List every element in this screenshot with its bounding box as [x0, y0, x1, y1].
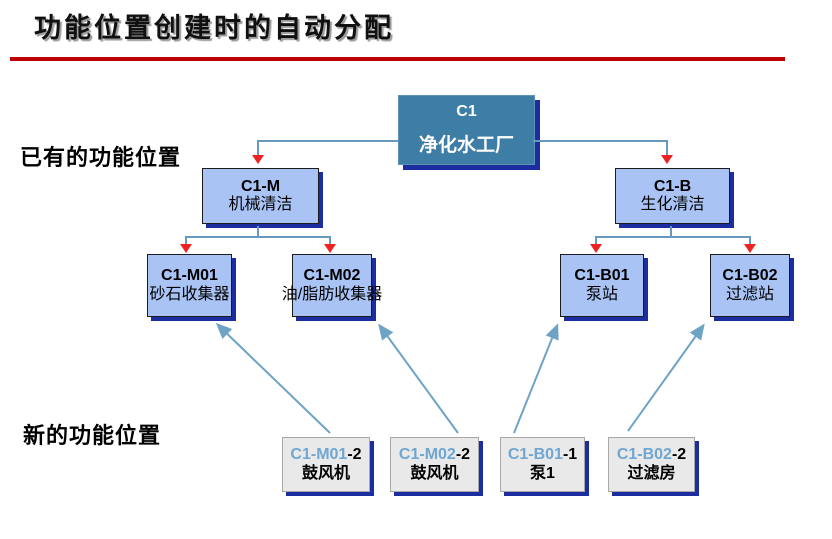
new-node-id: C1-B02 [616, 446, 672, 464]
assignment-arrow-b02 [627, 323, 705, 432]
node-c1-m-id: C1-M [240, 177, 281, 195]
connector-stem-c1-m [257, 226, 259, 237]
new-node-c1-m02-2: C1-M02-2 鼓风机 [390, 437, 479, 492]
node-c1-b02: C1-B02 过滤站 [710, 254, 790, 317]
red-arrowhead-icon [324, 244, 336, 253]
node-c1-b02-label: 过滤站 [725, 285, 774, 303]
red-arrowhead-icon [590, 244, 602, 253]
new-node-label: 鼓风机 [410, 464, 459, 482]
new-node-suffix: -2 [347, 446, 362, 464]
new-node-id: C1-B01 [507, 446, 563, 464]
new-node-label: 泵1 [530, 464, 555, 482]
new-node-suffix: -2 [455, 446, 471, 464]
page-title: 功能位置创建时的自动分配 [34, 13, 394, 44]
node-c1-b-id: C1-B [653, 177, 692, 195]
connector-drop-c1-m02 [329, 236, 331, 245]
new-node-id-line: C1-M02-2 [399, 446, 470, 464]
section-label-new: 新的功能位置 [23, 423, 162, 448]
node-c1-id: C1 [456, 103, 477, 120]
new-node-label: 过滤房 [627, 464, 676, 482]
node-c1-m: C1-M 机械清洁 [202, 168, 319, 224]
connector-drop-c1-b01 [595, 236, 597, 245]
section-label-existing: 已有的功能位置 [20, 145, 182, 170]
node-c1-m02-label: 油/脂肪收集器 [281, 285, 383, 303]
node-c1-m01-id: C1-M01 [161, 267, 218, 285]
new-node-label: 鼓风机 [301, 464, 350, 482]
node-c1-b01-id: C1-B01 [574, 267, 630, 285]
new-node-suffix: -2 [671, 446, 687, 464]
connector-split-c1-b [596, 236, 751, 238]
new-node-suffix: -1 [562, 446, 578, 464]
new-node-id-line: C1-M01-2 [290, 446, 361, 464]
title-divider [10, 57, 785, 61]
node-c1: C1 净化水工厂 [398, 95, 535, 165]
red-arrowhead-icon [252, 155, 264, 164]
node-c1-label: 净化水工厂 [418, 135, 514, 156]
node-c1-b01: C1-B01 泵站 [560, 254, 644, 317]
new-node-c1-b01-1: C1-B01-1 泵1 [500, 437, 585, 492]
red-arrowhead-icon [180, 244, 192, 253]
assignment-arrow-m01 [215, 322, 331, 434]
connector-drop-c1-m [257, 140, 259, 156]
red-arrowhead-icon [661, 155, 673, 164]
node-c1-b02-id: C1-B02 [722, 267, 778, 285]
new-node-id: C1-M01 [290, 446, 348, 464]
red-arrowhead-icon [744, 244, 756, 253]
assignment-arrow-b01 [513, 323, 559, 434]
new-node-id: C1-M02 [398, 446, 456, 464]
node-c1-m01: C1-M01 砂石收集器 [147, 254, 232, 317]
node-c1-m01-label: 砂石收集器 [149, 285, 230, 303]
assignment-arrow-m02 [378, 323, 459, 434]
node-c1-m-label: 机械清洁 [228, 196, 293, 213]
new-node-c1-m01-2: C1-M01-2 鼓风机 [282, 437, 370, 492]
new-node-id-line: C1-B02-2 [617, 446, 686, 464]
connector-stem-c1-b [670, 226, 672, 237]
node-c1-m02: C1-M02 油/脂肪收集器 [282, 254, 382, 317]
connector-drop-c1-b [666, 140, 668, 156]
connector-split-c1-m [186, 236, 331, 238]
connector-root-right [533, 140, 668, 142]
new-node-c1-b02-2: C1-B02-2 过滤房 [608, 437, 695, 492]
connector-drop-c1-m01 [185, 236, 187, 245]
node-c1-b: C1-B 生化清洁 [615, 168, 730, 224]
connector-root-left [259, 140, 398, 142]
node-c1-m02-id: C1-M02 [303, 267, 361, 285]
node-c1-b01-label: 泵站 [585, 285, 618, 303]
node-c1-b-label: 生化清洁 [640, 196, 705, 213]
connector-drop-c1-b02 [749, 236, 751, 245]
new-node-id-line: C1-B01-1 [508, 446, 577, 464]
